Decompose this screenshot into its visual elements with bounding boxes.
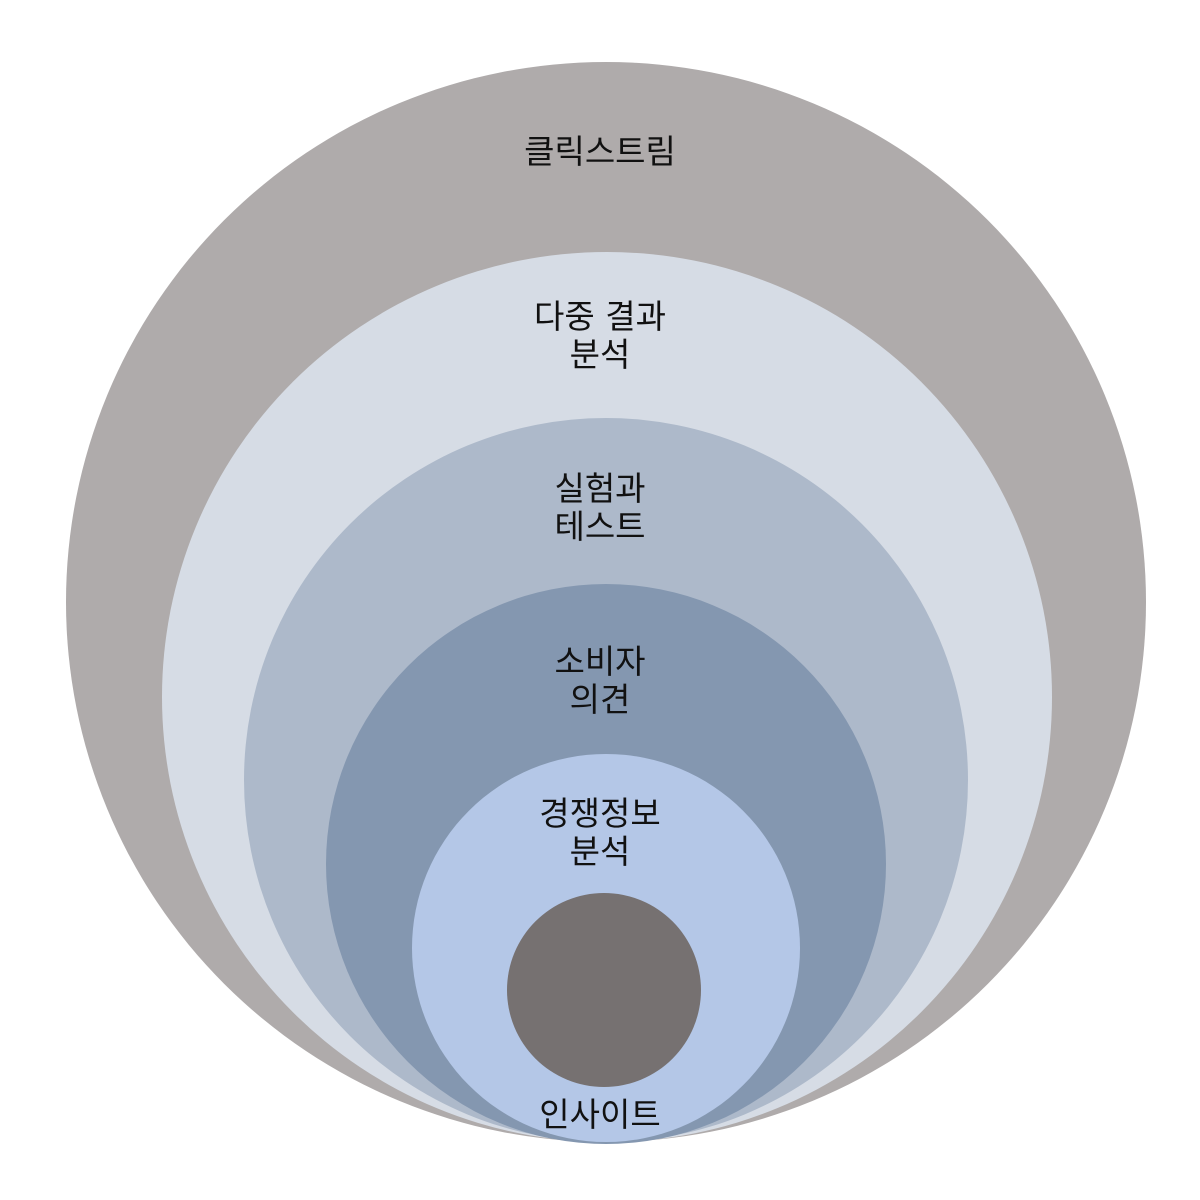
label-insight: 인사이트	[539, 1095, 661, 1134]
core-circle-insight	[507, 893, 701, 1087]
label-clickstream: 클릭스트림	[524, 132, 676, 171]
label-experiment-test: 실험과 테스트	[554, 469, 646, 546]
label-competitive-intel: 경쟁정보 분석	[539, 794, 661, 871]
label-multi-result-analysis: 다중 결과 분석	[534, 297, 666, 374]
label-consumer-opinion: 소비자 의견	[554, 642, 646, 719]
